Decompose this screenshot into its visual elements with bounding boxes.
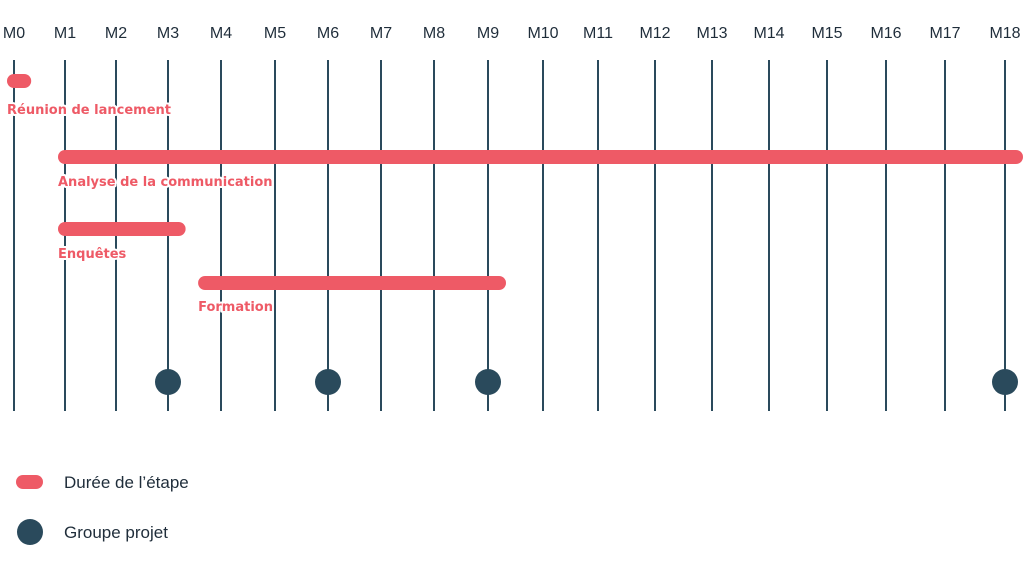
task-label: Enquêtes [58,247,127,262]
month-label-m16: M16 [870,25,901,42]
month-label-m6: M6 [317,25,339,42]
legend-dot-swatch [17,519,43,545]
milestone-dots [155,369,1018,395]
milestone-dot [475,369,501,395]
milestone-dot [315,369,341,395]
month-label-m10: M10 [527,25,558,42]
month-label-m11: M11 [583,25,613,42]
month-label-m3: M3 [157,25,179,42]
month-label-m2: M2 [105,25,127,42]
legend-label: Groupe projet [64,523,168,542]
milestone-dot [992,369,1018,395]
legend-label: Durée de l’étape [64,473,189,492]
task-label: Réunion de lancement [7,103,171,118]
month-label-m13: M13 [696,25,727,42]
month-label-m5: M5 [264,25,286,42]
month-label-m1: M1 [54,25,76,42]
month-gridlines [13,60,1006,411]
task-label: Formation [198,300,273,315]
month-label-m8: M8 [423,25,445,42]
month-label-m17: M17 [929,25,960,42]
month-label-m0: M0 [3,25,25,42]
month-label-m12: M12 [639,25,670,42]
month-label-m18: M18 [989,25,1020,42]
month-label-m9: M9 [477,25,499,42]
month-tick-labels: M0 M1 M2 M3 M4 M5 M6 M7 M8 M9 M10 M11 M12 M13 M14 M15 M1… [3,25,1021,42]
task-label: Analyse de la communication [58,175,273,190]
month-label-m15: M15 [811,25,842,42]
month-label-m4: M4 [210,25,232,42]
month-label-m14: M14 [753,25,784,42]
month-label-m7: M7 [370,25,392,42]
milestone-dot [155,369,181,395]
